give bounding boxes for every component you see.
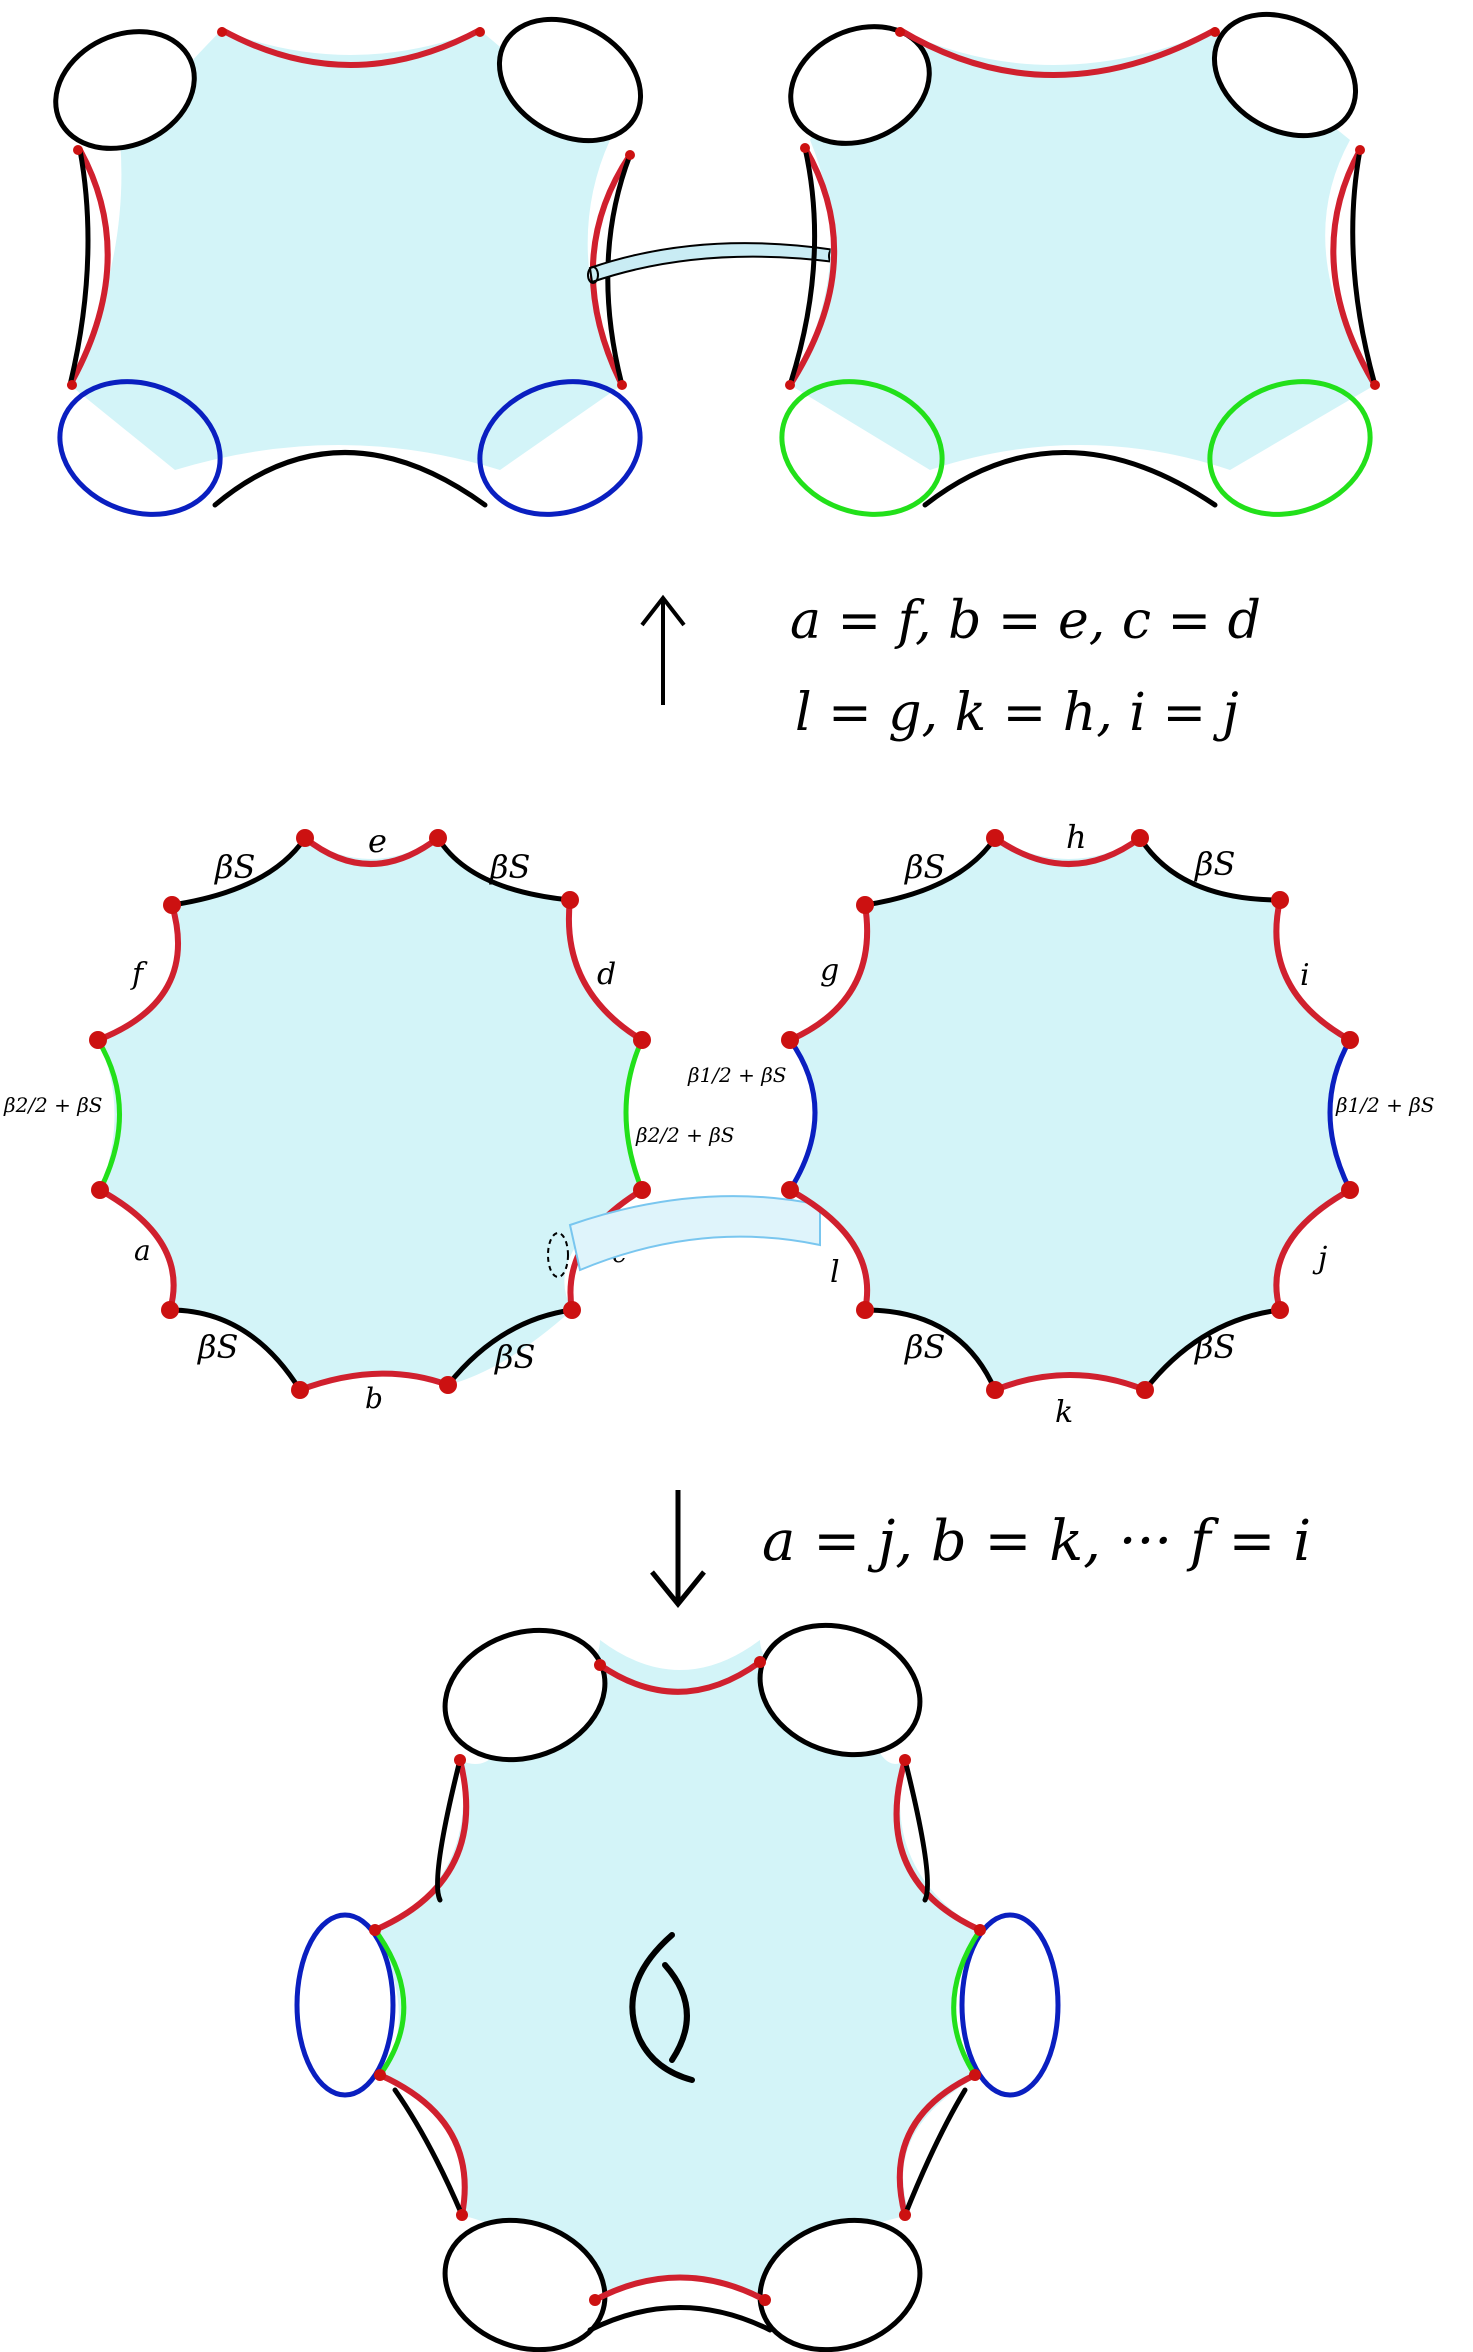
edge-h: [992, 835, 1143, 867]
black-edge-beta: [862, 835, 998, 908]
edge-l: [787, 1187, 871, 1313]
edge-g: [787, 902, 871, 1043]
black-edge-beta: [1142, 1307, 1283, 1393]
black-edge: [435, 1757, 463, 1903]
edge-f: [95, 902, 182, 1043]
label-b: b: [365, 1382, 383, 1415]
label-beta-s: βS: [1194, 1328, 1235, 1366]
label-l: l: [830, 1255, 840, 1290]
boundary-circle-tr: [1211, 11, 1359, 139]
red-edge: [592, 2274, 768, 2303]
down-arrow: [650, 1490, 706, 1608]
red-edge: [67, 147, 111, 388]
black-edge: [67, 147, 91, 388]
label-beta-s: βS: [494, 1338, 535, 1376]
label-beta-s: βS: [214, 848, 255, 886]
label-e: e: [368, 822, 387, 860]
red-edge: [897, 27, 1218, 78]
genus-handle-glyph: [629, 1932, 695, 2083]
relation-line-2: l = g, k = h, i = j: [795, 683, 1239, 743]
surface-top-left: [53, 16, 644, 517]
edge-j: [1273, 1187, 1353, 1313]
edge-e: [302, 835, 441, 867]
label-d: d: [597, 957, 616, 992]
red-edge: [893, 1757, 983, 1933]
black-edge-beta: [1137, 835, 1283, 903]
blue-boundary-right: [959, 1912, 1061, 2098]
relation-bottom: a = j, b = k, ··· f = i: [762, 1509, 1311, 1574]
blue-boundary-left: [294, 1912, 396, 2098]
red-edge: [1330, 147, 1378, 388]
red-edge: [590, 152, 633, 388]
edge-k: [992, 1372, 1148, 1393]
black-edge: [787, 145, 818, 388]
vertex-dots: [369, 1656, 986, 2306]
label-beta-s: βS: [1194, 845, 1235, 883]
black-edge-beta: [862, 1307, 998, 1393]
red-edge: [597, 1659, 763, 1695]
blue-boundary-left: [57, 379, 223, 517]
label-side-left: β1/2 + βS: [687, 1063, 787, 1087]
handle-tube-top: [587, 242, 840, 284]
polygon-left: e f d a b c βS βS βS βS β2/2 + βS β2/2 +…: [3, 822, 735, 1415]
label-i: i: [1300, 958, 1310, 993]
green-side-right: [623, 1038, 645, 1191]
label-side-left: β2/2 + βS: [3, 1093, 103, 1117]
red-edge: [377, 2072, 468, 2218]
up-arrow: [640, 594, 686, 705]
black-edge: [902, 1757, 930, 1903]
polygon-right: h g i j k l βS βS βS βS β1/2 + βS β1/2 +…: [687, 818, 1435, 1430]
boundary-circle: [757, 2217, 923, 2352]
black-edge: [587, 2305, 773, 2333]
label-k: k: [1055, 1395, 1073, 1430]
label-side-right: β2/2 + βS: [635, 1123, 735, 1147]
black-edge-beta: [445, 1307, 575, 1388]
edge-d: [566, 897, 645, 1043]
label-beta-s: βS: [197, 1328, 238, 1366]
surface-top-right: [779, 11, 1380, 517]
boundary-circle: [442, 2217, 608, 2352]
green-side-left: [95, 1038, 122, 1192]
blue-side-left: [787, 1038, 818, 1192]
label-g: g: [820, 953, 839, 988]
vertex-dots: [89, 829, 651, 1399]
label-j: j: [1312, 1241, 1327, 1276]
label-beta-s: βS: [904, 1328, 945, 1366]
label-f: f: [130, 957, 148, 992]
black-edge: [212, 450, 488, 508]
black-edge-beta: [435, 835, 573, 903]
label-h: h: [1066, 818, 1087, 856]
boundary-circle-tl: [53, 29, 197, 151]
edge-b: [297, 1370, 451, 1393]
edge-i: [1273, 897, 1353, 1043]
label-beta-s: βS: [489, 848, 530, 886]
black-edge-beta: [169, 835, 308, 908]
green-arc-left: [372, 1928, 407, 2077]
black-edge: [922, 450, 1218, 508]
label-a: a: [134, 1234, 151, 1267]
red-edge: [219, 27, 483, 68]
black-edge: [392, 2087, 465, 2218]
blue-side-right: [1327, 1038, 1353, 1192]
black-edge-beta: [167, 1307, 303, 1393]
blue-boundary-right: [477, 379, 643, 517]
edge-a: [97, 1187, 177, 1313]
green-boundary-right: [1207, 379, 1373, 517]
green-boundary-left: [779, 379, 945, 517]
label-beta-s: βS: [904, 848, 945, 886]
green-arc-right: [951, 1928, 983, 2077]
black-edge: [902, 2087, 968, 2218]
label-side-right: β1/2 + βS: [1335, 1093, 1435, 1117]
vertex-dots: [781, 829, 1359, 1399]
red-edge: [896, 2072, 978, 2218]
boundary-circle-tr: [496, 16, 644, 144]
red-edge: [372, 1757, 470, 1933]
surface-bottom: [294, 1622, 1061, 2352]
black-edge: [1350, 147, 1378, 388]
boundary-circle-tl: [788, 24, 932, 146]
red-edge: [787, 145, 838, 388]
relation-line-1: a = f, b = e, c = d: [790, 591, 1261, 651]
